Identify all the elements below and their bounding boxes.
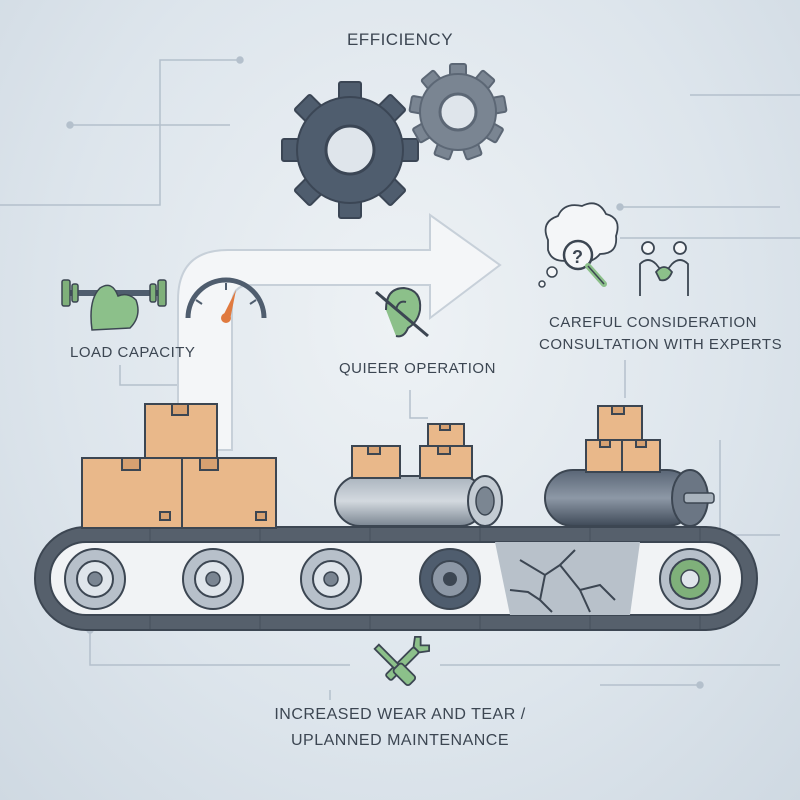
box-stack-large bbox=[81, 403, 277, 529]
consultation-label: CONSULTATION WITH EXPERTS bbox=[539, 336, 783, 353]
box-stack-small bbox=[351, 423, 473, 479]
conveyor-belt bbox=[34, 526, 758, 631]
wrench-screwdriver-icon bbox=[373, 635, 431, 687]
roller-wheel-2 bbox=[182, 548, 244, 610]
handshake-icon bbox=[639, 241, 689, 296]
muted-ear-icon bbox=[375, 286, 429, 338]
belt-crack bbox=[509, 549, 616, 613]
svg-text:?: ? bbox=[572, 247, 583, 267]
unplanned-maintenance-label: UPLANNED MAINTENANCE bbox=[290, 732, 510, 749]
quiet-operation-label: QUIEER OPERATION bbox=[339, 360, 496, 377]
gear-icon bbox=[281, 81, 419, 219]
smooth-roller bbox=[334, 475, 503, 527]
load-capacity-label: LOAD CAPACITY bbox=[70, 344, 196, 361]
gauge-icon bbox=[185, 277, 267, 323]
box-stack-right bbox=[585, 405, 661, 473]
efficiency-arrow bbox=[177, 213, 502, 451]
question-bubble-icon: ? bbox=[538, 202, 619, 288]
roller-wheel-3 bbox=[300, 548, 362, 610]
roller-wheel-5 bbox=[659, 548, 721, 610]
roller-wheel-1 bbox=[64, 548, 126, 610]
wear-tear-label: INCREASED WEAR AND TEAR / bbox=[274, 706, 526, 723]
careful-consideration-label: CAREFUL CONSIDERATION bbox=[549, 314, 758, 331]
roller-wheel-4 bbox=[419, 548, 481, 610]
gear-icon-small bbox=[408, 63, 508, 161]
worn-roller bbox=[544, 469, 715, 527]
diagram-title: EFFICIENCY bbox=[346, 30, 454, 49]
dumbbell-icon bbox=[61, 279, 167, 331]
